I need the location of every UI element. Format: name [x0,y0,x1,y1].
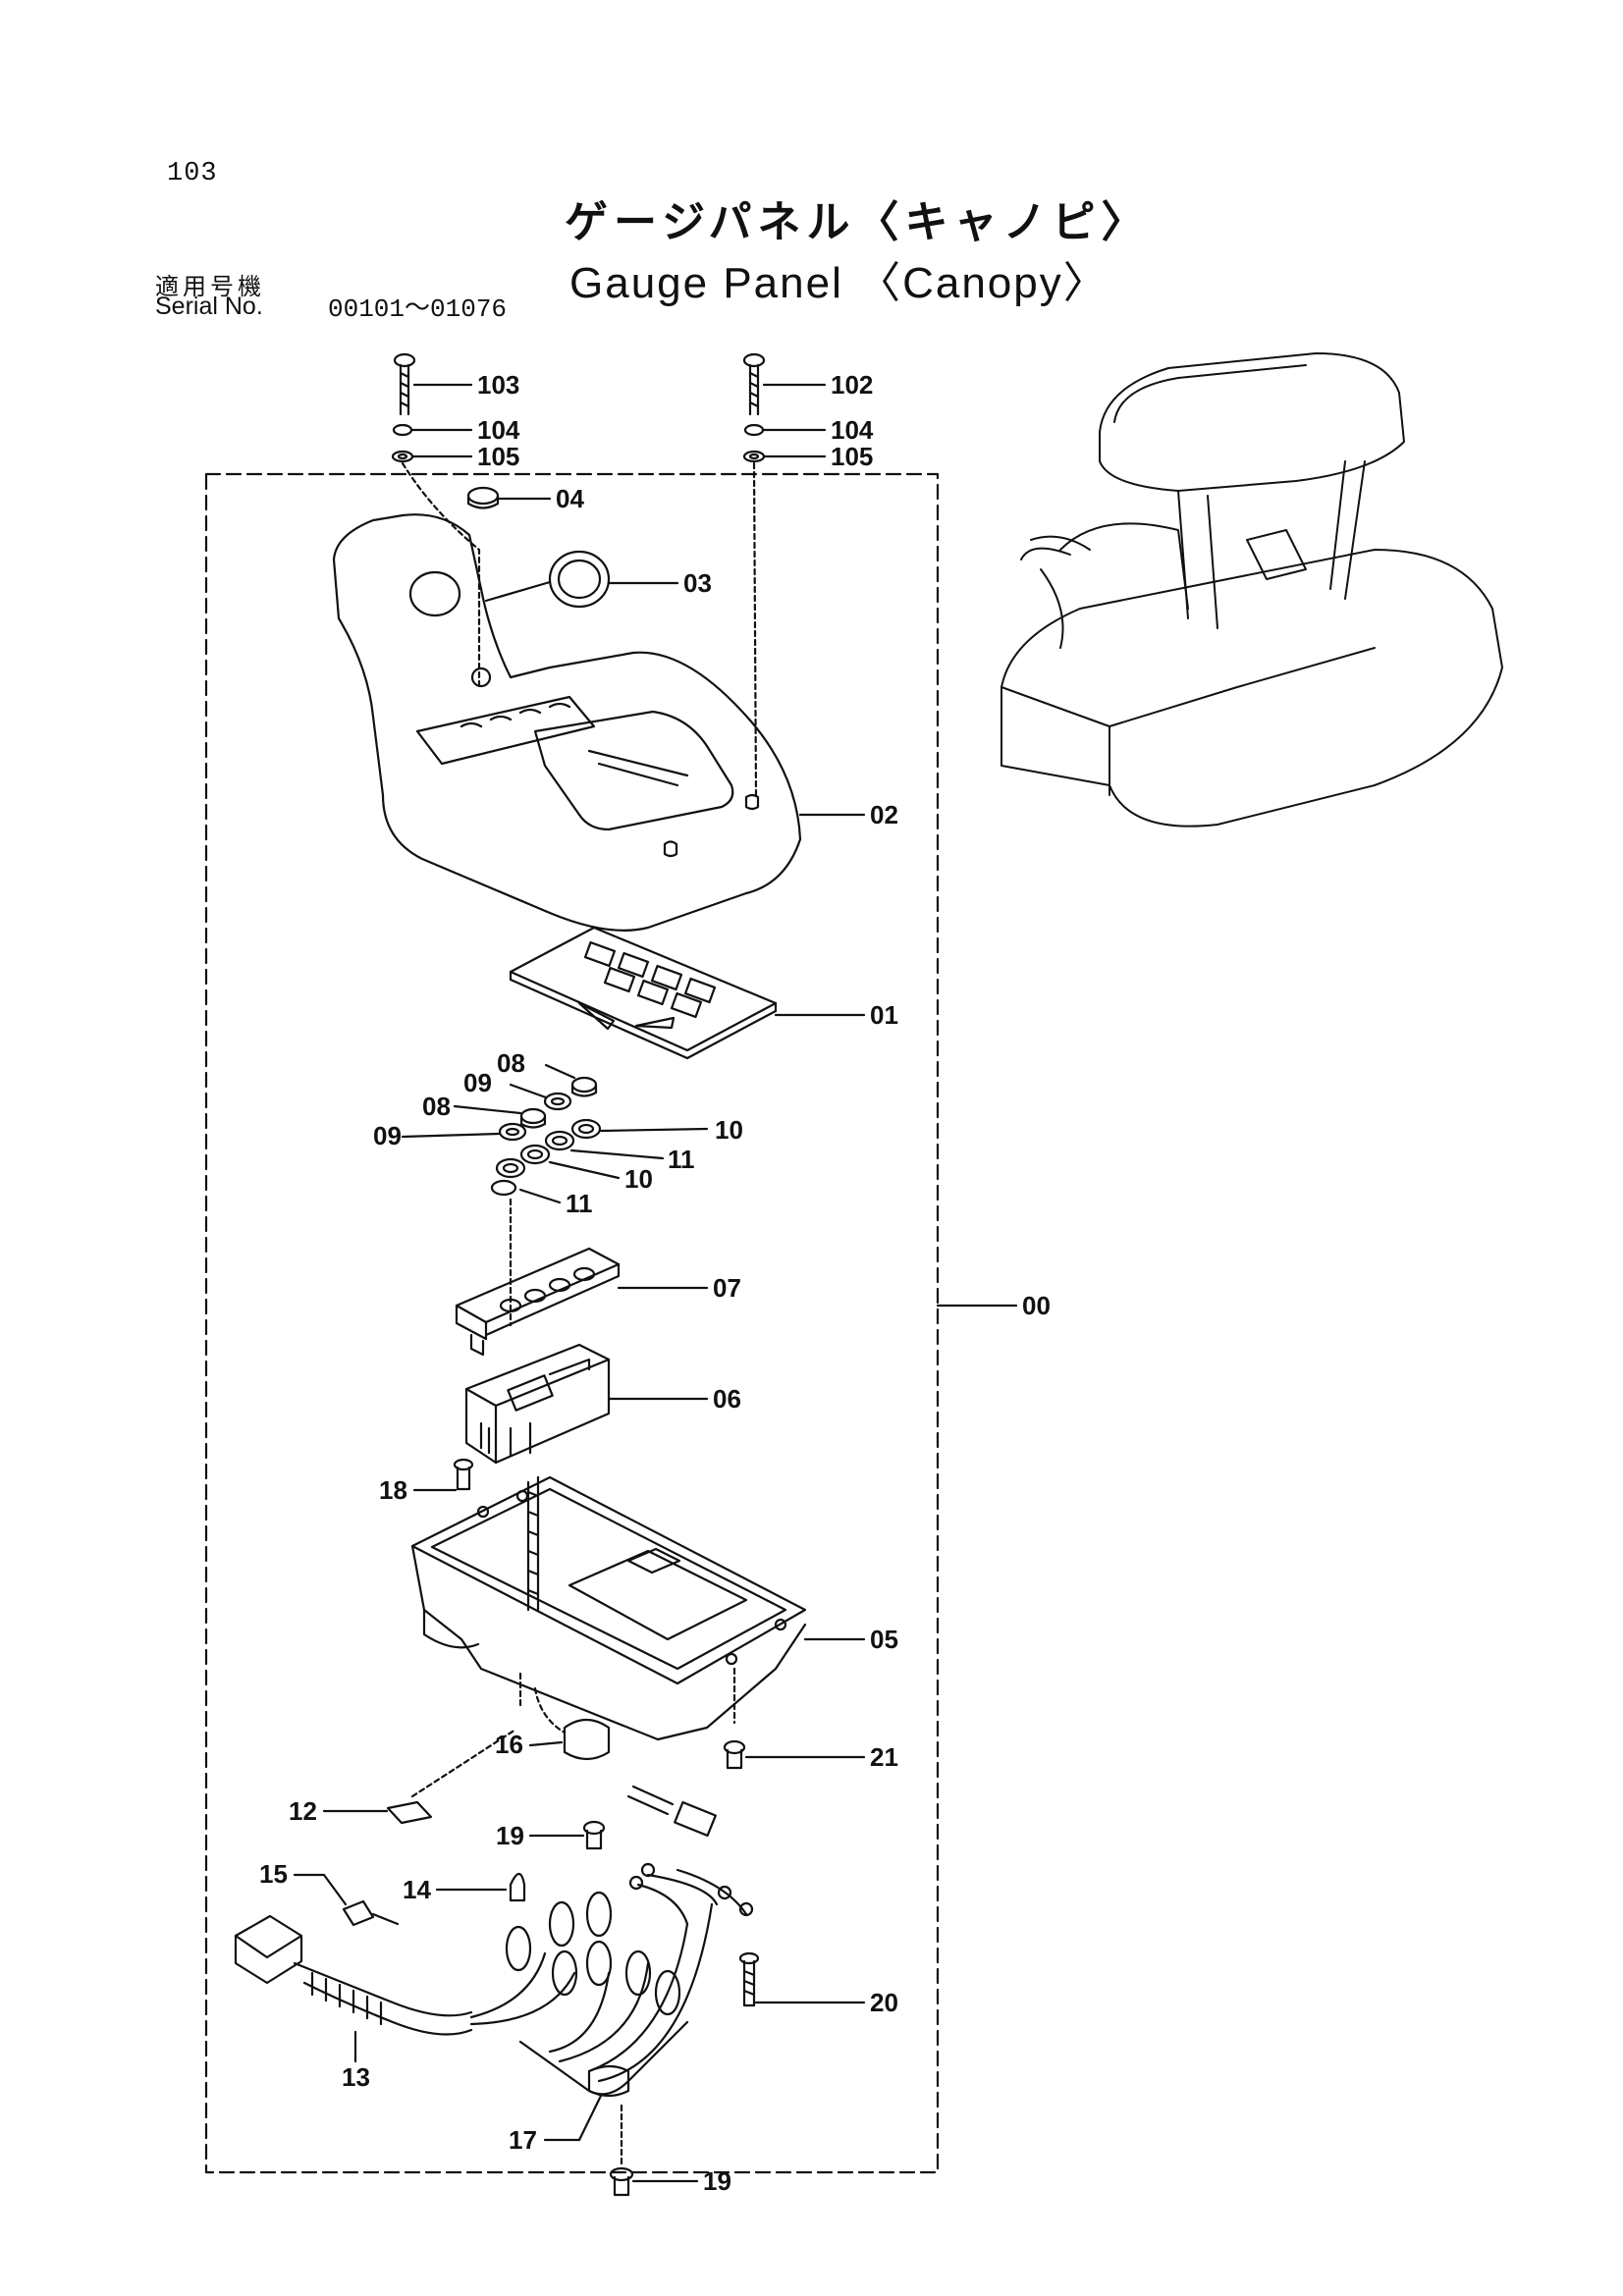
washer-105-right [742,450,827,797]
callout-102: 102 [831,370,873,400]
callout-20: 20 [870,1988,898,2017]
callout-17: 17 [509,2125,537,2155]
clamp-16 [528,1686,717,1838]
callout-10-bottom: 10 [624,1164,653,1194]
screw-19-upper [528,1820,606,1850]
washer-105-left [391,450,481,689]
callout-13: 13 [342,2062,370,2092]
callout-104-left: 104 [477,415,520,445]
bulb-holder-09-top [509,1083,572,1111]
callout-03: 03 [683,568,712,598]
cap-08-mid [453,1104,547,1129]
page-number: 103 [167,159,218,188]
cap-08-top [544,1063,598,1097]
plug-04 [466,486,552,509]
callout-103: 103 [477,370,519,400]
screw-102 [742,352,827,416]
callout-19-upper: 19 [496,1821,524,1850]
callout-07: 07 [713,1273,741,1303]
assembly-boundary [204,472,940,2174]
callout-14: 14 [403,1875,431,1904]
callout-01: 01 [870,1000,898,1030]
callout-labels: 103 102 104 104 105 105 04 03 02 01 08 0… [259,370,1051,2196]
serial-range: 00101～01076 [328,294,508,324]
callout-11-bottom: 11 [566,1189,593,1218]
socket-11-bottom [490,1179,562,1327]
serial-label-english: Serial No. [155,293,263,320]
callout-15: 15 [259,1859,288,1889]
machine-inset-illustration [1001,352,1503,828]
callout-08-top: 08 [497,1048,525,1078]
socket-11-top [519,1144,665,1165]
screw-20 [738,1951,866,2007]
callout-06: 06 [713,1384,741,1414]
serial-label-japanese: 適用号機 [155,273,265,300]
screw-103 [393,352,473,416]
callout-05: 05 [870,1625,898,1654]
callout-105-left: 105 [477,442,519,471]
page-title-japanese: ゲージパネル〈キャノピ〉 [565,197,1151,247]
screw-21 [723,1739,866,1770]
callout-21: 21 [870,1742,898,1772]
callout-19-lower: 19 [703,2166,731,2196]
bracket-07 [455,1247,709,1357]
leader-17-b [577,2094,603,2142]
callout-02: 02 [870,800,898,829]
panel-cover-02 [332,513,866,932]
callout-105-right: 105 [831,442,873,471]
case-05 [410,1475,866,1741]
callout-10-top: 10 [715,1115,743,1145]
label-12 [322,1728,517,1825]
callout-00: 00 [1022,1291,1051,1320]
screw-19-lower [609,2104,699,2197]
callout-18: 18 [379,1475,407,1505]
washer-104-left [392,423,473,437]
callout-09-top: 09 [463,1068,492,1097]
plug-15 [293,1873,400,1927]
callout-11-top: 11 [668,1145,695,1174]
bulb-14 [435,1872,526,1902]
socket-10-bottom [495,1157,621,1180]
callout-12: 12 [289,1796,317,1826]
bulb-holder-09-mid [401,1122,527,1142]
page-title-english: Gauge Panel 〈Canopy〉 [569,259,1109,307]
grommet-03 [484,550,679,609]
callout-09-mid: 09 [373,1121,402,1150]
controller-06 [464,1343,709,1465]
screw-18 [412,1458,474,1492]
callout-16: 16 [495,1730,523,1759]
callout-104-right: 104 [831,415,874,445]
callout-04: 04 [556,484,584,513]
washer-104-right [743,423,827,437]
label-plate-01 [509,926,866,1060]
socket-10-top [544,1118,709,1151]
callout-08-mid: 08 [422,1092,451,1121]
harness-13 [234,1862,754,2098]
